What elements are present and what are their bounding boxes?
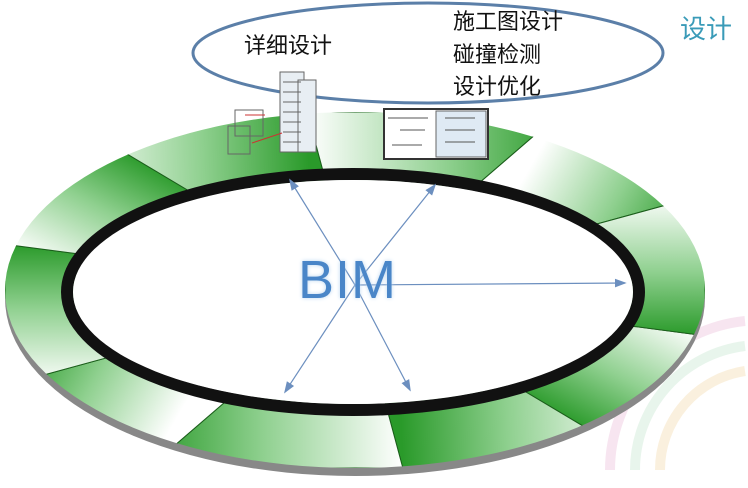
arrow-line (284, 284, 356, 393)
callout-label-detail-design: 详细设计 (244, 34, 333, 59)
inner-band (61, 168, 645, 416)
arrow-head-icon (425, 183, 437, 196)
arrow-line (354, 184, 436, 286)
callout-label-construction-drawing: 施工图设计 (453, 10, 564, 35)
floor-plan-icon (383, 108, 489, 160)
arrow-head-icon (289, 178, 299, 191)
arrow-head-icon (401, 379, 411, 392)
callout-label-clash-detection: 碰撞检测 (453, 43, 542, 68)
title-fragment: 设计 (680, 15, 733, 45)
bim-center-label: BIM (298, 250, 398, 310)
arrow-line (354, 282, 626, 286)
arrow-line (354, 284, 411, 391)
callout-ellipse (191, 1, 665, 105)
callout-label-design-optimization: 设计优化 (453, 75, 542, 100)
building-model-icon (227, 71, 317, 155)
arrow-head-icon (614, 278, 627, 288)
arrows (284, 178, 627, 394)
arrow-head-icon (284, 381, 295, 394)
arrow-line (289, 179, 356, 286)
inner-area (73, 180, 633, 404)
